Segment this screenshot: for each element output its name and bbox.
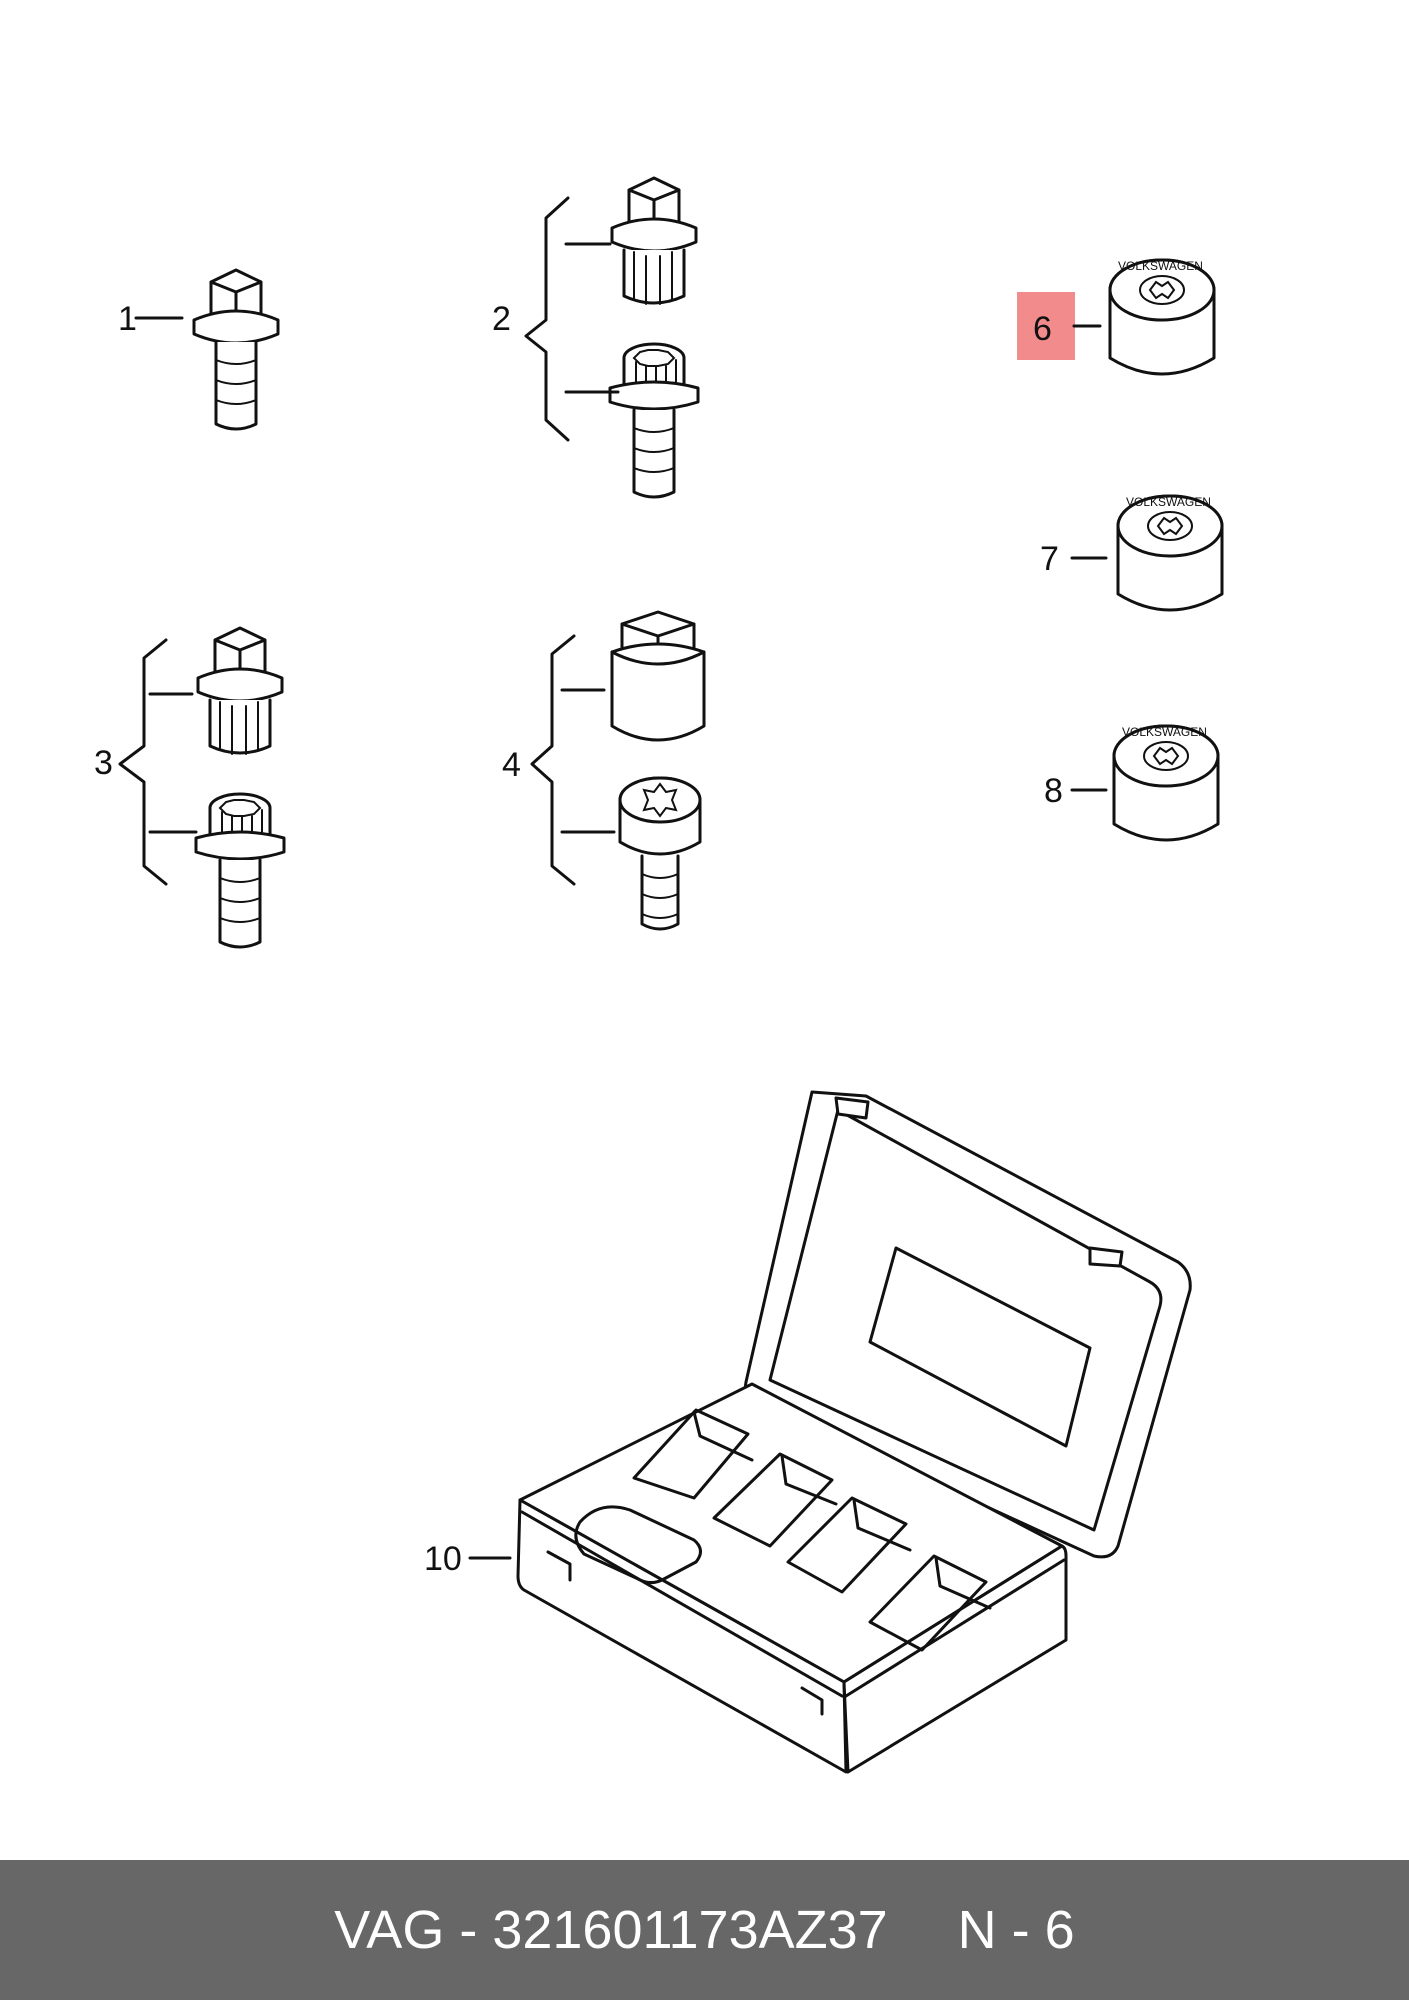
position-label: N - 6 bbox=[957, 1900, 1075, 1960]
callout-6-highlight bbox=[1017, 292, 1075, 360]
locking-bolt-set-3 bbox=[118, 626, 286, 949]
callout-1: 1 bbox=[118, 300, 137, 338]
locking-bolt-set-2 bbox=[524, 176, 700, 499]
callout-10: 10 bbox=[424, 1540, 462, 1578]
lock-cap-7: VOLKSWAGEN bbox=[1070, 494, 1224, 612]
lock-cap-6: VOLKSWAGEN bbox=[1072, 258, 1216, 376]
parts-diagram: 1 2 3 4 VOLKSWAGEN 6 bbox=[94, 176, 1224, 1774]
storage-case-10 bbox=[468, 1090, 1192, 1774]
callout-4: 4 bbox=[502, 746, 521, 784]
callout-8: 8 bbox=[1044, 772, 1063, 810]
cap-8-logo-text: VOLKSWAGEN bbox=[1122, 725, 1207, 739]
callout-7: 7 bbox=[1040, 540, 1059, 578]
locking-bolt-set-4 bbox=[530, 610, 706, 931]
wheel-bolt-1 bbox=[134, 268, 280, 431]
part-number-footer: VAG - 321601173AZ37 N - 6 bbox=[0, 1860, 1409, 2000]
callout-3: 3 bbox=[94, 744, 113, 782]
part-label: VAG - 321601173AZ37 bbox=[334, 1900, 888, 1960]
lock-cap-8: VOLKSWAGEN bbox=[1070, 724, 1220, 842]
callout-6[interactable]: 6 bbox=[1033, 310, 1052, 348]
cap-6-logo-text: VOLKSWAGEN bbox=[1118, 259, 1203, 273]
cap-7-logo-text: VOLKSWAGEN bbox=[1126, 495, 1211, 509]
callout-2: 2 bbox=[492, 300, 511, 338]
